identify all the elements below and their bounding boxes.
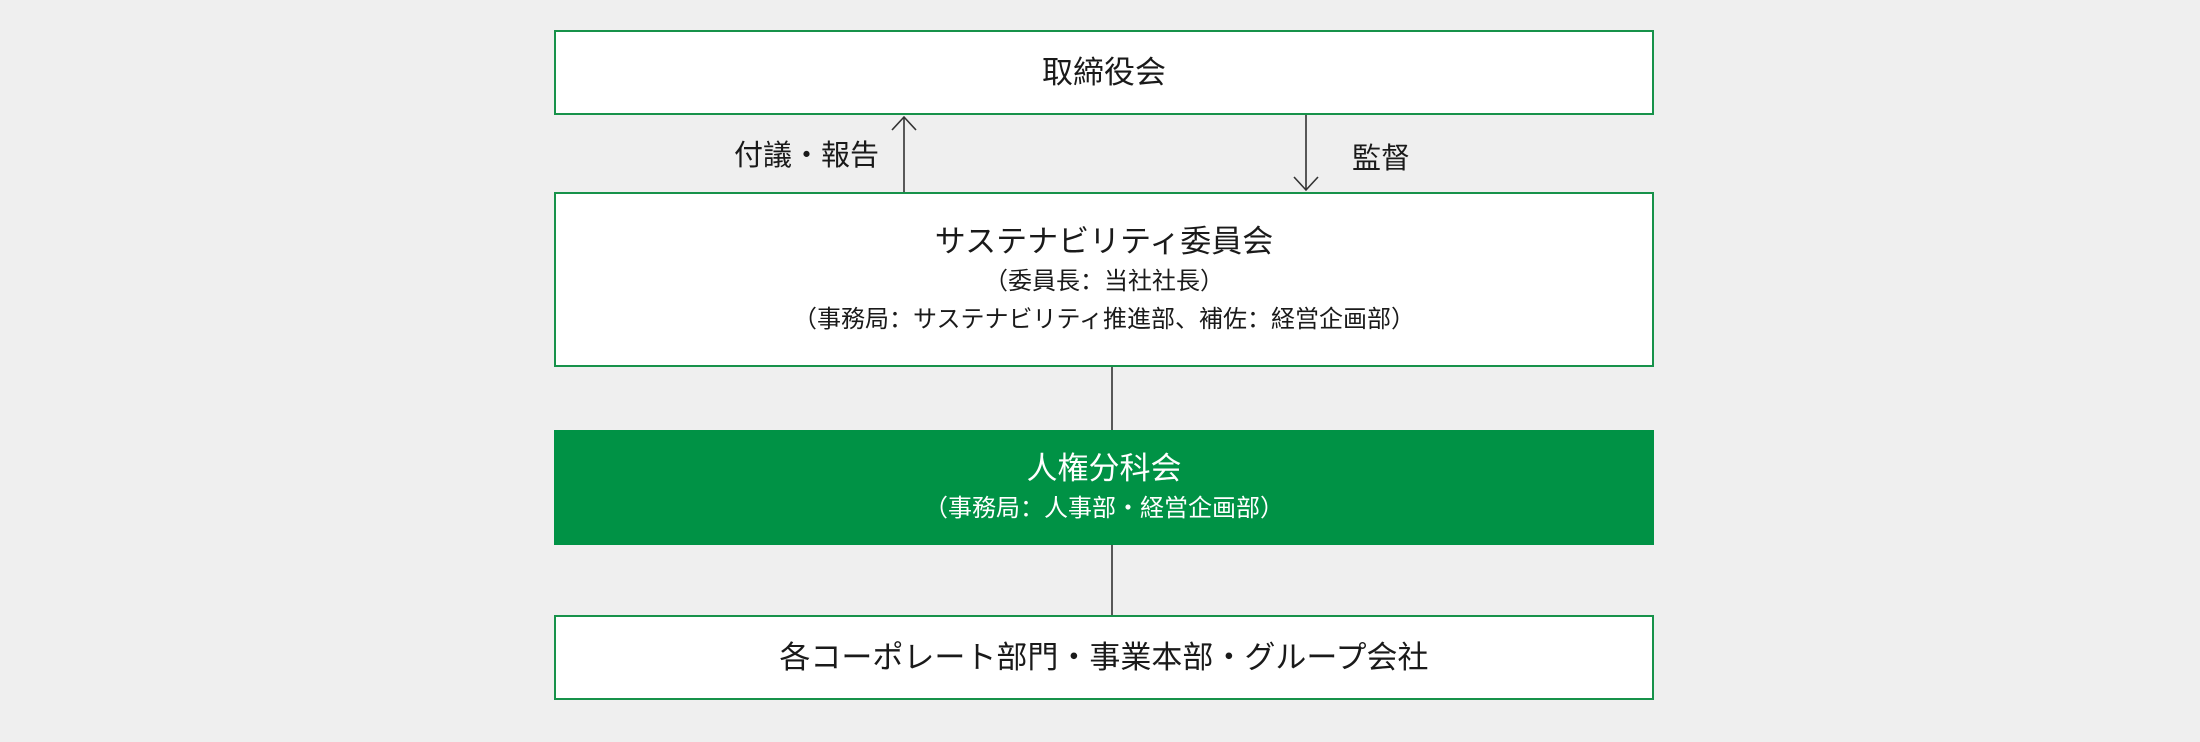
board-of-directors-box: 取締役会 [554,30,1654,115]
sustainability-committee-box: サステナビリティ委員会 （委員長：当社社長） （事務局：サステナビリティ推進部、… [554,192,1654,367]
human-rights-subcommittee-secretariat: （事務局：人事部・経営企画部） [924,493,1284,522]
board-of-directors-title: 取締役会 [1042,54,1166,91]
human-rights-subcommittee-title: 人権分科会 [1026,450,1182,487]
sustainability-committee-chair: （委員長：当社社長） [984,266,1224,295]
divisions-box: 各コーポレート部門・事業本部・グループ会社 [554,615,1654,700]
sustainability-committee-title: サステナビリティ委員会 [934,223,1274,260]
report-arrowhead [891,115,917,131]
report-label: 付議・報告 [734,138,880,172]
divisions-title: 各コーポレート部門・事業本部・グループ会社 [779,639,1429,676]
sustainability-committee-secretariat: （事務局：サステナビリティ推進部、補佐：経営企画部） [792,304,1416,333]
human-rights-subcommittee-box: 人権分科会 （事務局：人事部・経営企画部） [554,430,1654,545]
supervise-label: 監督 [1352,141,1411,175]
supervise-arrowhead [1293,176,1319,192]
